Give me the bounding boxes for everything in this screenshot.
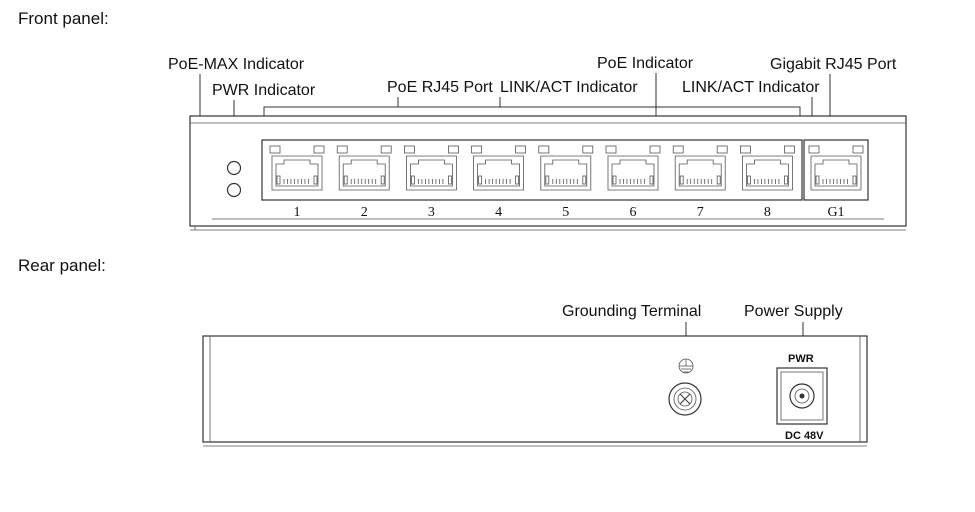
poe-rj45-port: 3 — [403, 145, 459, 220]
port-number-label: 2 — [361, 205, 368, 220]
rj45-jack-icon — [338, 155, 390, 191]
poe-led-icon — [784, 145, 795, 154]
rj45-jack-icon — [271, 155, 323, 191]
port-number-label: 5 — [562, 205, 569, 220]
gigabit-rj45-port: G1 — [808, 145, 864, 220]
link-led-icon — [808, 145, 820, 154]
port-number-label: 8 — [764, 205, 771, 220]
rj45-jack-icon — [810, 155, 862, 191]
poe-led-icon — [582, 145, 594, 154]
port-number-label: 3 — [428, 205, 435, 220]
rear-chassis — [202, 335, 868, 447]
link-led-icon — [336, 145, 348, 154]
link-led-icon — [403, 145, 415, 154]
rj45-jack-icon — [406, 155, 457, 191]
link-led-icon — [269, 145, 281, 154]
poe-led-icon — [380, 145, 392, 154]
poe-max-led-icon — [226, 182, 242, 198]
port-number-label: 6 — [630, 205, 637, 220]
port-array: 1 2 3 4 5 6 7 8 G1 — [269, 145, 864, 220]
front-panel-heading: Front panel: — [18, 9, 109, 28]
grounding-screw-icon — [668, 382, 702, 416]
pwr-rear-label: PWR — [788, 353, 814, 365]
port-number-label: 7 — [697, 205, 704, 220]
dc-48v-label: DC 48V — [785, 430, 824, 442]
poe-rj45-port: 2 — [336, 145, 392, 220]
rj45-jack-icon — [473, 155, 524, 191]
port-number-label: 4 — [495, 205, 502, 220]
power-supply-label: Power Supply — [744, 303, 843, 320]
poe-rj45-port-label: PoE RJ45 Port — [387, 79, 493, 96]
link-led-icon — [538, 145, 550, 154]
rear-panel-heading: Rear panel: — [18, 256, 106, 275]
rj45-jack-icon — [742, 155, 793, 191]
poe-rj45-port: 6 — [605, 145, 661, 220]
pwr-led-icon — [226, 160, 242, 176]
poe-indicator-label: PoE Indicator — [597, 55, 694, 72]
link-led-icon — [471, 145, 483, 154]
port-number-label: G1 — [827, 205, 844, 220]
link-act-indicator-label-2: LINK/ACT Indicator — [682, 79, 820, 96]
link-led-icon — [740, 145, 751, 154]
poe-led-icon — [716, 145, 728, 154]
poe-led-icon — [313, 145, 325, 154]
poe-rj45-port: 1 — [269, 145, 325, 220]
poe-max-indicator-label: PoE-MAX Indicator — [168, 56, 305, 73]
ground-symbol-icon — [678, 358, 694, 374]
link-act-indicator-label: LINK/ACT Indicator — [500, 79, 638, 96]
link-led-icon — [672, 145, 684, 154]
pwr-indicator-label: PWR Indicator — [212, 82, 316, 99]
poe-rj45-port: 4 — [471, 145, 526, 220]
rj45-jack-icon — [674, 155, 726, 191]
dc-power-jack-icon — [776, 367, 828, 425]
link-led-icon — [605, 145, 617, 154]
poe-rj45-port: 5 — [538, 145, 594, 220]
poe-led-icon — [515, 145, 526, 154]
gigabit-rj45-port-label: Gigabit RJ45 Port — [770, 56, 897, 73]
poe-led-icon — [852, 145, 864, 154]
rj45-jack-icon — [540, 155, 592, 191]
poe-rj45-port: 8 — [740, 145, 795, 220]
rj45-jack-icon — [607, 155, 659, 191]
gigabit-port-frame — [803, 139, 869, 201]
grounding-terminal-label: Grounding Terminal — [562, 303, 701, 320]
poe-rj45-port: 7 — [672, 145, 728, 220]
poe-led-icon — [649, 145, 661, 154]
poe-led-icon — [447, 145, 459, 154]
port-number-label: 1 — [294, 205, 301, 220]
